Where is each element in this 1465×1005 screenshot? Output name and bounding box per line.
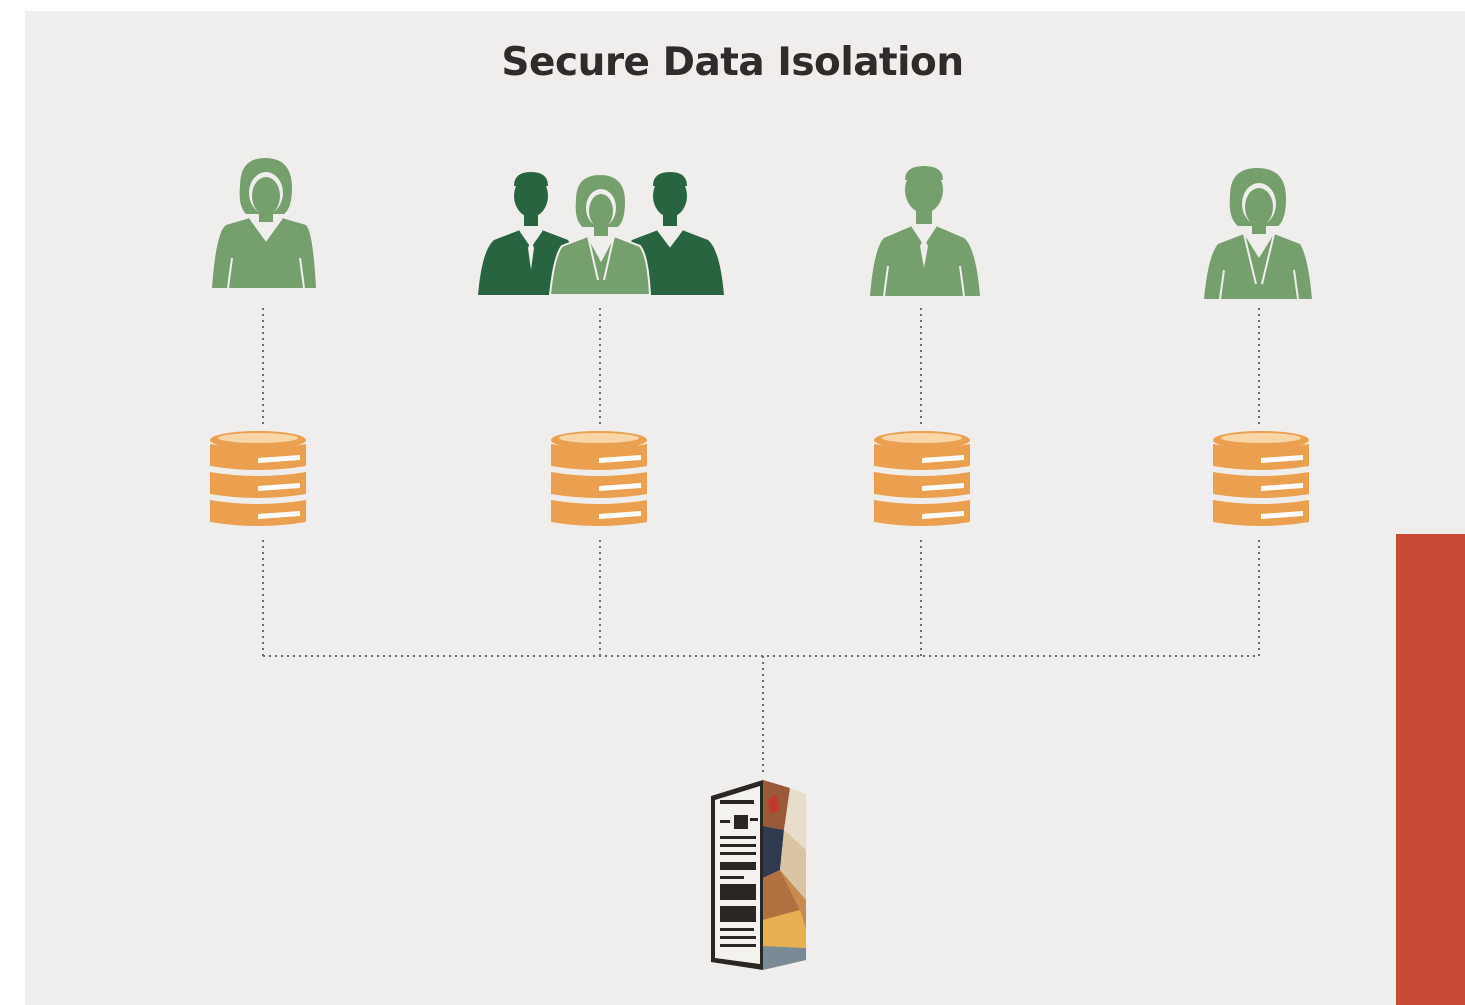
- diagram-title: Secure Data Isolation: [501, 40, 964, 85]
- database-icon: [551, 431, 647, 526]
- man-user-icon: [870, 166, 980, 297]
- database-icon: [1213, 431, 1309, 526]
- businesswoman-user-icon: [1204, 168, 1312, 300]
- woman-center-icon: [548, 172, 652, 296]
- user-group-icon: [478, 172, 724, 296]
- accent-bar: [1396, 534, 1465, 1005]
- woman-user-icon: [212, 158, 316, 289]
- connector-lines: [262, 308, 1260, 775]
- server-icon: [711, 780, 806, 970]
- database-icon: [210, 431, 306, 526]
- database-icon: [874, 431, 970, 526]
